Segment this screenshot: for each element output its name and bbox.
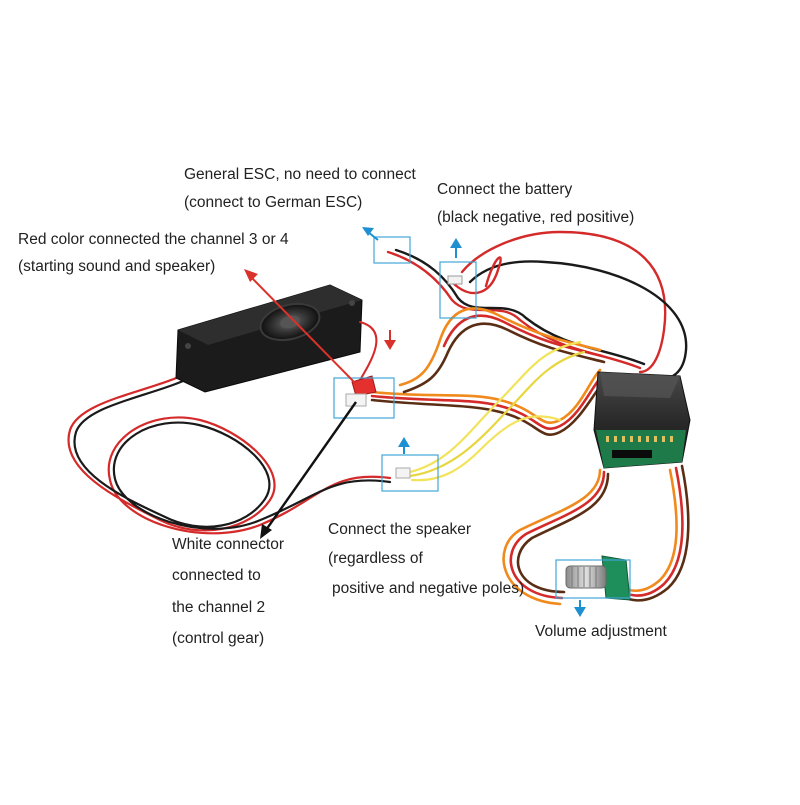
- red-connector-label-line2: (starting sound and speaker): [18, 258, 216, 276]
- white-connector-label-line2: connected to: [172, 567, 261, 585]
- volume-label: Volume adjustment: [535, 622, 667, 641]
- channel-2-pointer: [260, 401, 357, 539]
- esc-label-line1: General ESC, no need to connect: [184, 166, 416, 183]
- volume-callout-box: [555, 559, 631, 599]
- speaker-icon: [175, 284, 363, 393]
- speaker-label: Connect the speaker (regardless of posit…: [328, 520, 524, 598]
- white-connector-label-line4: (control gear): [172, 630, 265, 648]
- volume-label-line1: Volume adjustment: [535, 623, 667, 640]
- esc-callout-box: [373, 236, 411, 264]
- red-connector-label-line1: Red color connected the channel 3 or 4: [18, 231, 289, 248]
- battery-label: Connect the battery (black negative, red…: [437, 180, 634, 228]
- esc-arrow: [362, 227, 379, 241]
- speaker-lead-wires: [359, 321, 378, 381]
- red-down-arrow: [384, 330, 396, 350]
- battery-label-line1: Connect the battery: [437, 181, 573, 198]
- volume-arrow: [574, 600, 586, 617]
- speaker-arrow: [398, 437, 410, 454]
- speaker-label-line2: (regardless of: [328, 550, 423, 568]
- red-connector-callout-box: [333, 377, 395, 419]
- esc-label-line2: (connect to German ESC): [184, 194, 363, 212]
- battery-arrow: [450, 238, 462, 258]
- channel-3-4-pointer: [244, 269, 359, 387]
- volume-knob-icon: [565, 555, 631, 601]
- speaker-output-connector: [395, 467, 411, 479]
- esc-connector: [447, 275, 463, 285]
- speaker-label-line3: positive and negative poles): [332, 579, 525, 597]
- servo-cable: [370, 307, 606, 437]
- white-connector-label-line3: the channel 2: [172, 598, 266, 616]
- white-connector: [345, 393, 367, 407]
- sound-module-icon: [593, 371, 691, 469]
- battery-callout-box: [439, 261, 477, 319]
- speaker-output-wires: [408, 340, 586, 482]
- esc-label: General ESC, no need to connect (connect…: [184, 165, 416, 213]
- esc-wires: [386, 248, 646, 370]
- red-connector: [351, 375, 377, 397]
- speaker-output-callout-box: [381, 454, 439, 492]
- battery-wires: [450, 230, 688, 380]
- white-connector-label: White connector connected to the channel…: [172, 535, 284, 661]
- white-connector-label-line1: White connector: [172, 536, 284, 553]
- speaker-label-line1: Connect the speaker: [328, 521, 472, 538]
- red-connector-label: Red color connected the channel 3 or 4 (…: [18, 230, 289, 277]
- speaker-wire-loop: [67, 370, 392, 535]
- battery-label-line2: (black negative, red positive): [437, 209, 635, 227]
